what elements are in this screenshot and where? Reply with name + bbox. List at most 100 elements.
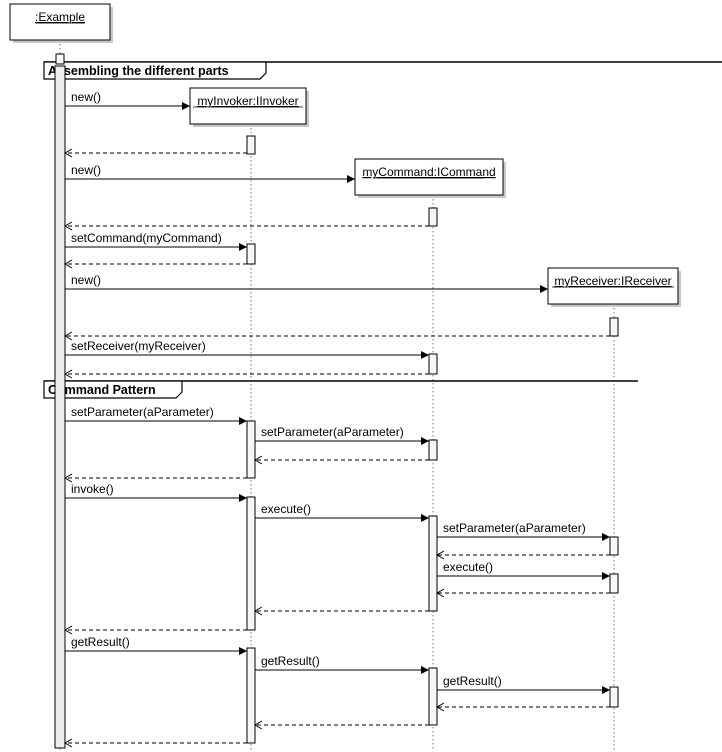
- message-label: getResult(): [443, 674, 502, 688]
- message-label: setCommand(myCommand): [71, 231, 222, 245]
- message-arrowhead: [540, 285, 548, 293]
- fragment-command-pattern: Command Pattern: [43, 380, 638, 399]
- message-arrowhead: [239, 243, 247, 251]
- fragment-assembling: Assembling the different parts: [43, 61, 722, 80]
- activation-command: [428, 515, 438, 612]
- return-arrow: [253, 455, 429, 465]
- message-arrow: new(): [65, 273, 548, 293]
- participant-label: myInvoker:IInvoker: [197, 94, 298, 108]
- message-label: setReceiver(myReceiver): [71, 339, 206, 353]
- participant-label: :Example: [35, 10, 85, 24]
- message-label: getResult(): [261, 654, 320, 668]
- activation-invoker: [246, 135, 256, 155]
- message-label: setParameter(aParameter): [71, 405, 214, 419]
- participant-command: myCommand:ICommand: [354, 158, 506, 198]
- message-arrowhead: [421, 666, 429, 674]
- message-arrow: setParameter(aParameter): [255, 425, 429, 445]
- fragment-tab: [43, 380, 183, 399]
- return-arrow: [63, 331, 610, 341]
- return-arrowhead: [63, 625, 73, 635]
- activation-command: [428, 667, 438, 726]
- participant-box: [189, 87, 307, 125]
- fragment-tab: [43, 61, 267, 80]
- message-arrow: new(): [65, 163, 355, 183]
- activation-receiver: [609, 536, 619, 556]
- return-arrowhead: [253, 720, 263, 730]
- return-arrowhead: [435, 550, 445, 560]
- return-arrowhead: [63, 738, 73, 748]
- message-label: setParameter(aParameter): [261, 425, 404, 439]
- message-arrowhead: [239, 494, 247, 502]
- return-arrowhead: [253, 455, 263, 465]
- return-arrow: [435, 588, 610, 598]
- return-arrowhead: [63, 148, 73, 158]
- return-arrowhead: [63, 369, 73, 379]
- return-arrowhead: [63, 473, 73, 483]
- activation-receiver: [609, 573, 619, 594]
- activation-receiver: [609, 317, 619, 337]
- participant-label: myReceiver:IReceiver: [554, 274, 671, 288]
- message-label: invoke(): [71, 482, 114, 496]
- message-arrowhead: [239, 417, 247, 425]
- participant-box: [547, 267, 679, 305]
- message-arrow: invoke(): [65, 482, 247, 502]
- activation-example: [54, 65, 66, 749]
- return-arrowhead: [63, 259, 73, 269]
- message-arrowhead: [602, 572, 610, 580]
- return-arrowhead: [63, 331, 73, 341]
- activation-start-marker: [55, 53, 65, 65]
- return-arrow: [435, 702, 610, 712]
- participant-example: :Example: [9, 3, 113, 43]
- return-arrowhead: [435, 588, 445, 598]
- message-arrow: new(): [65, 90, 190, 110]
- fragment-label: Assembling the different parts: [48, 64, 229, 78]
- message-arrow: setParameter(aParameter): [437, 521, 610, 541]
- message-label: execute(): [443, 560, 493, 574]
- return-arrowhead: [63, 221, 73, 231]
- activation-invoker: [246, 243, 256, 265]
- activation-receiver: [609, 686, 619, 708]
- activation-command: [428, 353, 438, 375]
- participant-invoker: myInvoker:IInvoker: [189, 87, 309, 127]
- return-arrowhead: [435, 702, 445, 712]
- message-arrowhead: [602, 686, 610, 694]
- message-arrow: setParameter(aParameter): [65, 405, 247, 425]
- message-arrow: setReceiver(myReceiver): [65, 339, 429, 359]
- return-arrow: [253, 606, 429, 616]
- message-arrow: execute(): [255, 502, 429, 522]
- message-label: new(): [71, 163, 101, 177]
- return-arrow: [63, 369, 429, 379]
- return-arrow: [63, 221, 429, 231]
- message-arrowhead: [602, 533, 610, 541]
- return-arrow: [63, 738, 247, 748]
- message-label: new(): [71, 90, 101, 104]
- participant-box: [9, 3, 111, 41]
- message-arrowhead: [239, 647, 247, 655]
- activation-invoker: [246, 496, 256, 631]
- return-arrow: [63, 473, 247, 483]
- message-arrow: getResult(): [65, 635, 247, 655]
- message-arrow: getResult(): [255, 654, 429, 674]
- message-arrowhead: [421, 351, 429, 359]
- activation-invoker: [246, 647, 256, 744]
- message-arrowhead: [347, 175, 355, 183]
- return-arrow: [63, 148, 247, 158]
- return-arrowhead: [253, 606, 263, 616]
- participant-box: [354, 158, 504, 196]
- message-arrowhead: [421, 514, 429, 522]
- message-arrow: execute(): [437, 560, 610, 580]
- activation-command: [428, 439, 438, 461]
- message-arrow: setCommand(myCommand): [65, 231, 247, 251]
- message-arrowhead: [421, 437, 429, 445]
- participant-label: myCommand:ICommand: [362, 165, 495, 179]
- fragment-label: Command Pattern: [48, 383, 156, 397]
- message-label: getResult(): [71, 635, 130, 649]
- activation-command: [428, 207, 438, 227]
- message-label: new(): [71, 273, 101, 287]
- message-label: execute(): [261, 502, 311, 516]
- return-arrow: [63, 625, 247, 635]
- activation-invoker: [246, 420, 256, 479]
- message-arrow: getResult(): [437, 674, 610, 694]
- return-arrow: [63, 259, 247, 269]
